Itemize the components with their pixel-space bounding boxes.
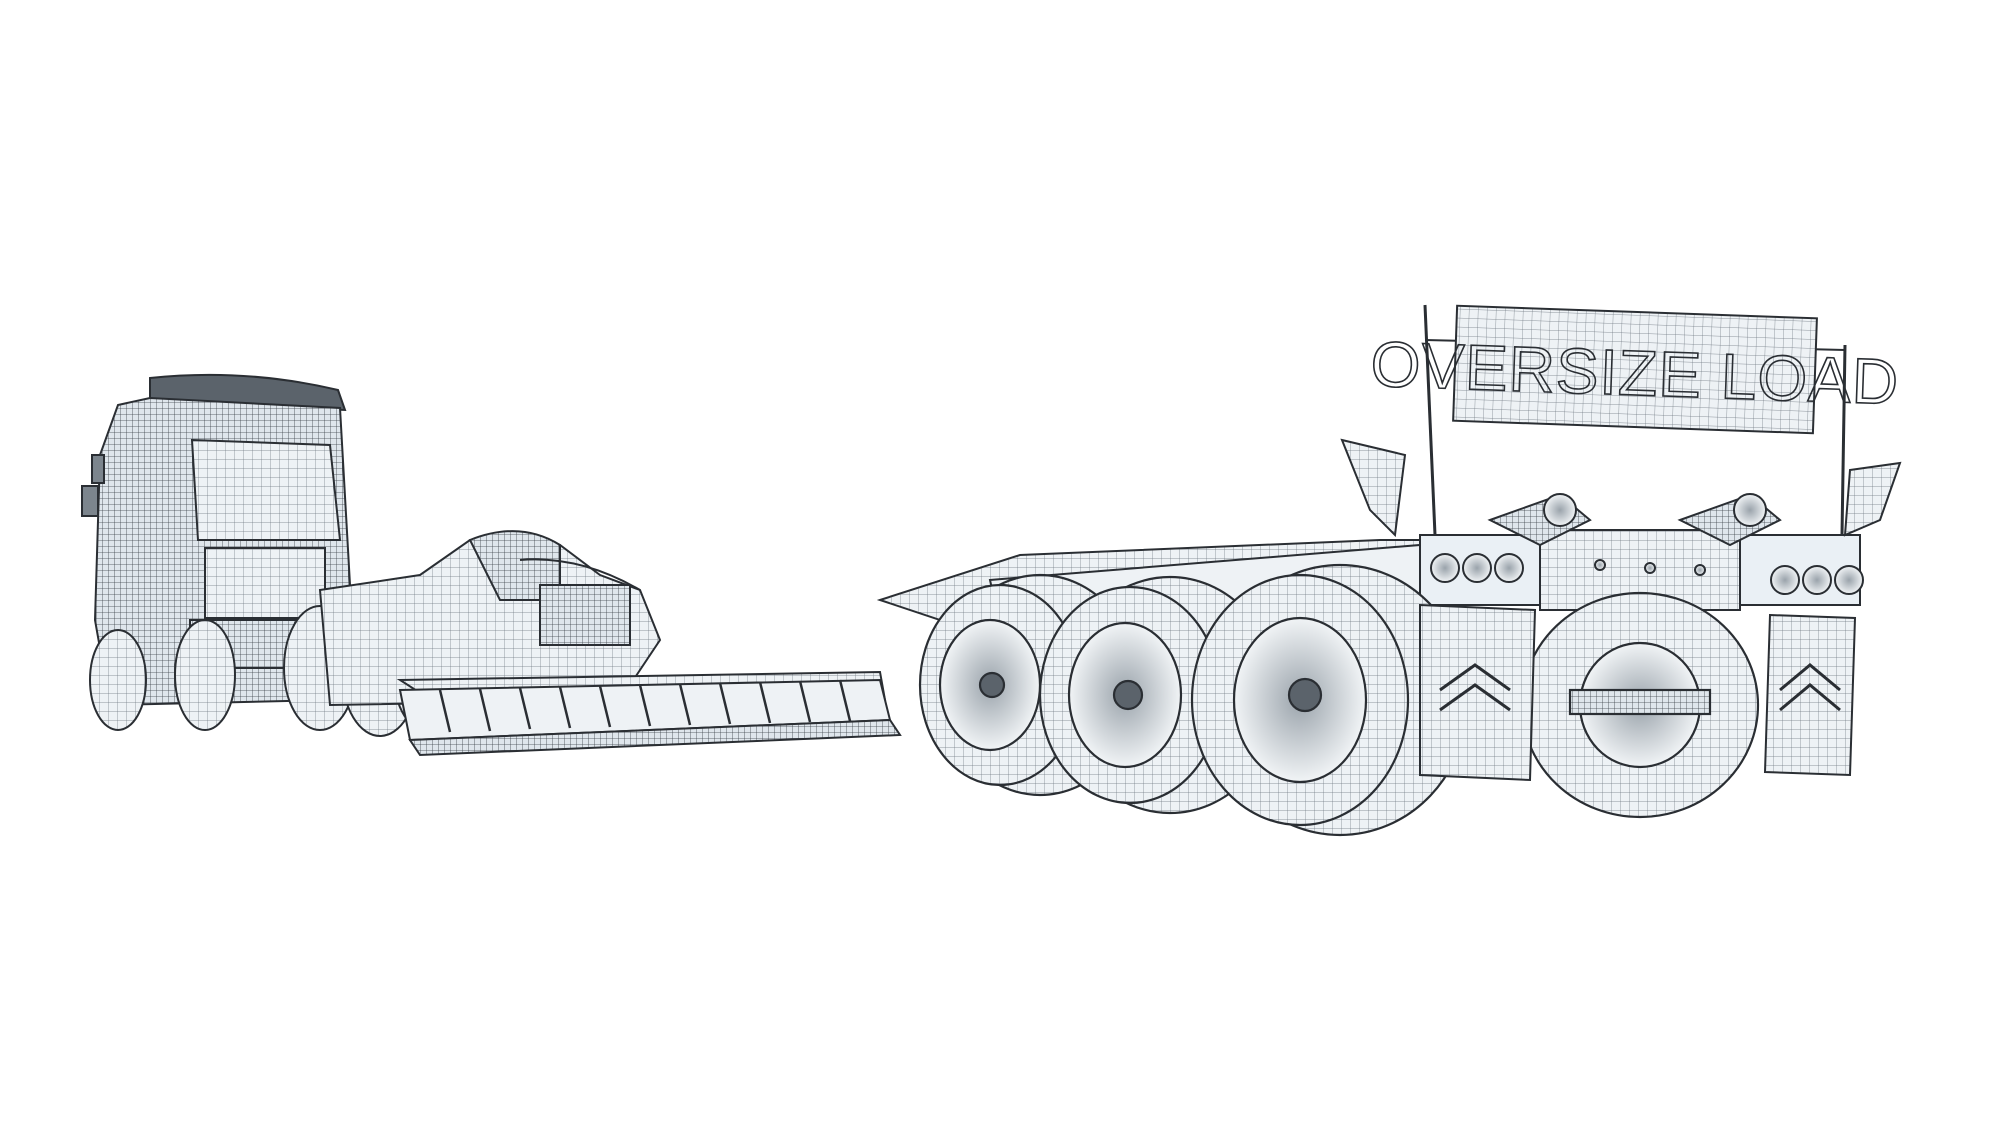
right-mud-flap (1763, 613, 1857, 777)
rear-wheels (918, 563, 1760, 837)
rear-lights (1430, 553, 1864, 595)
rear-axle-4 (1520, 591, 1760, 819)
marker-flags (1340, 438, 1902, 538)
sign-post-right (1840, 344, 1847, 536)
mud-flaps (1419, 603, 1857, 782)
gooseneck-assembly (318, 530, 662, 707)
left-mud-flap (1419, 603, 1537, 782)
sign-text: OVERSIZE LOAD (1369, 328, 1900, 418)
sign-post-left (1423, 304, 1437, 536)
oversize-load-sign: OVERSIZE LOAD (1369, 304, 1901, 536)
rear-axle-3 (1190, 563, 1470, 837)
lowboy-deck (396, 670, 902, 757)
sign-panel (1452, 304, 1818, 435)
